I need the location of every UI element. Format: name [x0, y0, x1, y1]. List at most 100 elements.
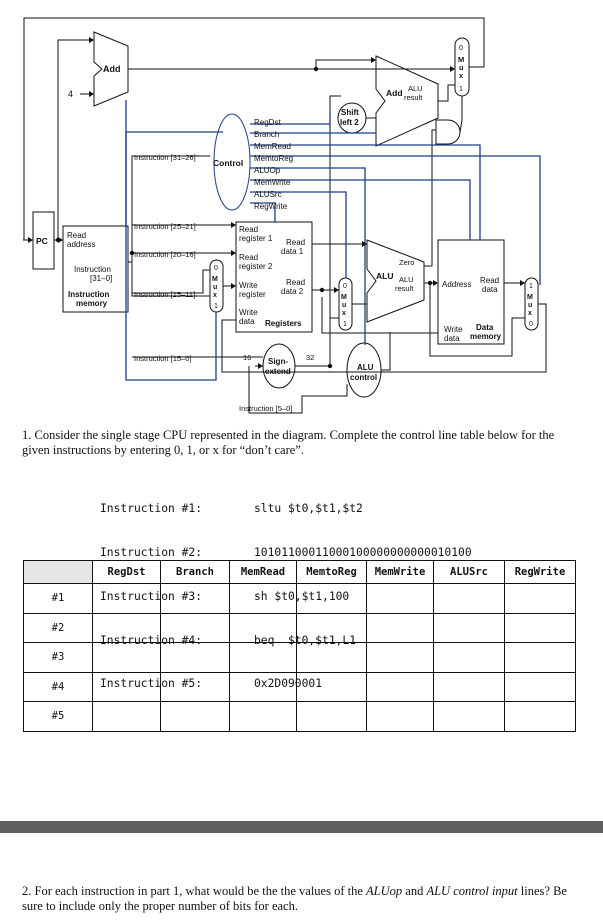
read-data2-label-2: data 2	[281, 287, 304, 296]
column-header-memread: MemRead	[229, 560, 297, 584]
instruction-label: Instruction #2:	[100, 545, 203, 559]
table-cell[interactable]	[92, 612, 161, 643]
table-cell[interactable]	[160, 701, 230, 732]
instruction-port-label-1: Instruction	[74, 265, 111, 274]
table-cell[interactable]	[229, 701, 297, 732]
mux-regdst-x: x	[213, 292, 217, 299]
instr-31-26-label: Instruction [31–26]	[134, 153, 196, 162]
row-label: #4	[23, 671, 93, 702]
table-cell[interactable]	[92, 701, 161, 732]
table-cell[interactable]	[504, 701, 576, 732]
branch-adder-alu-label: ALU	[408, 84, 423, 93]
table-cell[interactable]	[433, 583, 505, 614]
mux-pc-u: u	[459, 63, 464, 72]
instruction-memory-label-1: Instruction	[68, 290, 109, 299]
branch-adder-add-label: Add	[386, 88, 403, 98]
mux-alusrc-input-1: 1	[343, 321, 347, 328]
table-cell[interactable]	[433, 701, 505, 732]
table-row: #4	[23, 671, 576, 702]
question-2-term-alu-control: ALU control input	[426, 884, 518, 898]
table-cell[interactable]	[366, 583, 434, 614]
read-reg2-label-2: register 2	[239, 262, 273, 271]
write-reg-label-2: register	[239, 290, 266, 299]
mux-alusrc-x: x	[342, 310, 346, 317]
mux-mem-input-0: 0	[529, 321, 533, 328]
table-cell[interactable]	[433, 671, 505, 702]
table-cell[interactable]	[433, 612, 505, 643]
signal-memwrite: MemWrite	[254, 178, 291, 187]
mux-mem-x: x	[528, 310, 532, 317]
table-cell[interactable]	[366, 701, 434, 732]
read-reg1-label-2: register 1	[239, 234, 273, 243]
table-cell[interactable]	[160, 583, 230, 614]
signal-alusrc: ALUSrc	[254, 190, 282, 199]
table-cell[interactable]	[229, 583, 297, 614]
column-header-branch: Branch	[160, 560, 230, 584]
mux-pc-input-0: 0	[459, 45, 463, 52]
instr-15-0-label: Instruction [15–0]	[134, 354, 192, 363]
table-cell[interactable]	[366, 671, 434, 702]
write-data-reg-label-2: data	[239, 317, 255, 326]
data-mem-read-label-1: Read	[480, 276, 499, 285]
table-cell[interactable]	[92, 671, 161, 702]
alu-control-label-2: control	[350, 373, 377, 382]
table-cell[interactable]	[296, 701, 367, 732]
instruction-label: Instruction #1:	[100, 502, 203, 516]
instruction-row: Instruction #2:1010110001100010000000000…	[100, 546, 472, 561]
table-cell[interactable]	[296, 642, 367, 673]
row-label: #3	[23, 642, 93, 673]
row-label: #5	[23, 701, 93, 732]
question-2-part: and	[402, 884, 427, 898]
table-cell[interactable]	[160, 612, 230, 643]
mux-regdst-input-0: 0	[214, 265, 218, 272]
bits-32-label: 32	[306, 353, 314, 362]
mux-pc-x: x	[459, 71, 464, 80]
signal-branch: Branch	[254, 130, 279, 139]
read-address-label-2: address	[67, 240, 95, 249]
mux-alusrc-u: u	[342, 302, 346, 309]
table-cell[interactable]	[433, 642, 505, 673]
table-cell[interactable]	[229, 612, 297, 643]
table-cell[interactable]	[504, 642, 576, 673]
register-file	[235, 221, 313, 333]
question-2-term-aluop: ALUop	[366, 884, 403, 898]
table-cell[interactable]	[92, 642, 161, 673]
instruction-value: sltu $t0,$t1,$t2	[254, 502, 363, 516]
table-cell[interactable]	[296, 583, 367, 614]
mux-mem-u: u	[528, 302, 532, 309]
table-cell[interactable]	[229, 642, 297, 673]
table-row: #1	[23, 583, 576, 614]
mux-regdst-u: u	[213, 284, 217, 291]
pc-adder-label: Add	[103, 64, 121, 74]
table-cell[interactable]	[504, 612, 576, 643]
instruction-memory	[62, 225, 129, 313]
table-cell[interactable]	[229, 671, 297, 702]
instr-5-0-label: Instruction [5–0]	[239, 404, 292, 413]
table-cell[interactable]	[296, 612, 367, 643]
main-alu	[366, 239, 425, 323]
write-data-reg-label-1: Write	[239, 308, 258, 317]
instruction-memory-label-2: memory	[76, 299, 108, 308]
table-cell[interactable]	[160, 642, 230, 673]
table-cell[interactable]	[296, 671, 367, 702]
row-label: #1	[23, 583, 93, 614]
pc-label: PC	[36, 236, 48, 246]
table-cell[interactable]	[504, 583, 576, 614]
signal-memtoreg: MemtoReg	[254, 154, 293, 163]
shift-left-label-2: left 2	[340, 118, 359, 127]
table-cell[interactable]	[366, 642, 434, 673]
table-cell[interactable]	[92, 583, 161, 614]
table-cell[interactable]	[366, 612, 434, 643]
signal-memread: MemRead	[254, 142, 291, 151]
shift-left-label-1: Shift	[341, 108, 359, 117]
data-mem-write-label-2: data	[444, 334, 460, 343]
table-corner-cell	[23, 560, 93, 584]
data-mem-read-label-2: data	[482, 285, 498, 294]
table-cell[interactable]	[160, 671, 230, 702]
instruction-port-label-2: [31–0]	[90, 274, 112, 283]
table-cell[interactable]	[504, 671, 576, 702]
alu-result-label-2: result	[395, 284, 414, 293]
question-2-part: lines? Be sure to include only the prope…	[22, 884, 567, 913]
and-gate	[435, 119, 461, 145]
alu-result-label-1: ALU	[399, 275, 414, 284]
